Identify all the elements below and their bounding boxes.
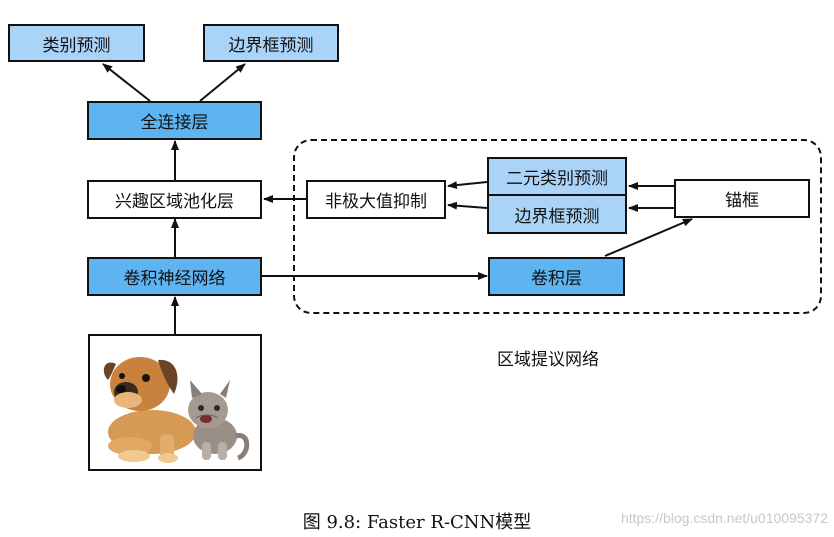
input-image <box>88 334 262 471</box>
rpn-bbox-prediction-label: 边界框预测 <box>514 206 600 227</box>
anchor-box: 锚框 <box>674 179 810 218</box>
arrow-fc-to-class <box>102 63 151 102</box>
arrow-bbox-rpn-to-nms <box>447 201 488 210</box>
arrow-binary-to-nms <box>447 181 488 190</box>
rpn-bbox-prediction-box: 边界框预测 <box>487 194 627 234</box>
class-prediction-label: 类别预测 <box>42 35 111 56</box>
arrow-conv-to-anchor <box>604 218 693 257</box>
fully-connected-box: 全连接层 <box>87 101 262 140</box>
roi-pooling-box: 兴趣区域池化层 <box>87 180 262 219</box>
watermark: https://blog.csdn.net/u010095372 <box>620 510 828 526</box>
conv-layer-box: 卷积层 <box>488 257 625 296</box>
nms-label: 非极大值抑制 <box>325 192 427 212</box>
region-proposal-network-frame <box>293 139 822 314</box>
nms-box: 非极大值抑制 <box>306 180 446 219</box>
fully-connected-label: 全连接层 <box>140 113 209 133</box>
anchor-label: 锚框 <box>725 191 759 211</box>
arrow-fc-to-bbox <box>199 63 246 102</box>
roi-pooling-label: 兴趣区域池化层 <box>115 192 234 212</box>
conv-layer-label: 卷积层 <box>531 269 582 289</box>
binary-class-prediction-label: 二元类别预测 <box>506 169 608 189</box>
class-prediction-box: 类别预测 <box>8 24 145 62</box>
cnn-box: 卷积神经网络 <box>87 257 262 296</box>
region-proposal-network-label: 区域提议网络 <box>497 350 599 370</box>
dog-and-cat-illustration <box>103 357 250 463</box>
figure-caption: 图 9.8: Faster R-CNN模型 <box>302 512 532 533</box>
bbox-prediction-label: 边界框预测 <box>228 35 314 56</box>
bbox-prediction-box: 边界框预测 <box>203 24 339 62</box>
cnn-label: 卷积神经网络 <box>123 269 226 289</box>
binary-class-prediction-box: 二元类别预测 <box>487 157 627 196</box>
